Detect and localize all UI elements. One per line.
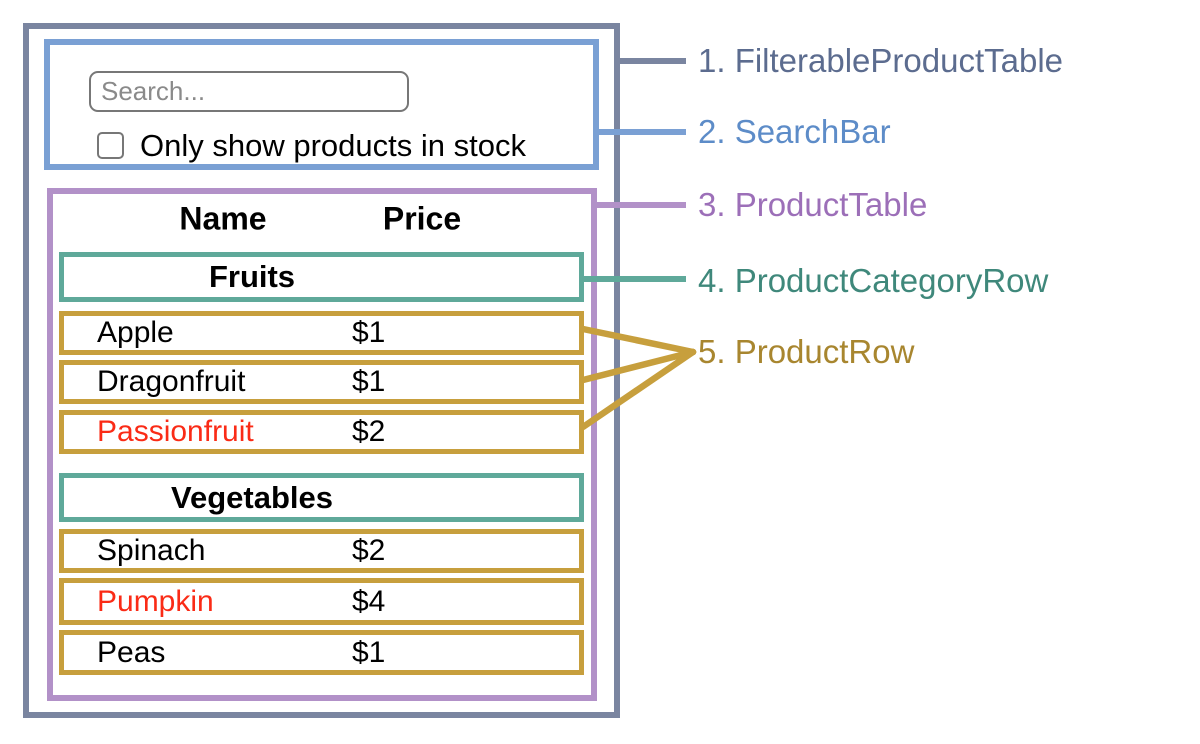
column-header-name: Name xyxy=(179,200,267,237)
product-row-apple: Apple $1 xyxy=(59,311,584,355)
product-name-out-of-stock: Pumpkin xyxy=(97,584,214,618)
product-name: Peas xyxy=(97,635,166,669)
product-row-passionfruit: Passionfruit $2 xyxy=(59,410,584,454)
category-label: Fruits xyxy=(208,259,296,294)
product-price: $2 xyxy=(352,534,386,567)
product-price: $2 xyxy=(352,415,386,448)
connector-product-table xyxy=(594,202,686,208)
category-label: Vegetables xyxy=(171,479,333,515)
legend-search-bar: 2. SearchBar xyxy=(698,113,891,150)
legend-filterable-product-table: 1. FilterableProductTable xyxy=(698,42,1064,79)
connector-product-row-3 xyxy=(579,348,697,431)
legend-product-category-row: 4. ProductCategoryRow xyxy=(698,262,1049,299)
product-name-out-of-stock: Passionfruit xyxy=(97,415,254,448)
connector-search-bar xyxy=(594,129,686,135)
product-row-peas: Peas $1 xyxy=(59,630,584,675)
product-name: Dragonfruit xyxy=(97,365,246,398)
product-name: Spinach xyxy=(97,534,206,567)
connector-filterable-product-table xyxy=(614,58,686,64)
category-row-vegetables: Vegetables xyxy=(59,473,584,522)
category-row-fruits: Fruits xyxy=(59,252,584,302)
product-price: $1 xyxy=(352,365,386,398)
in-stock-checkbox[interactable] xyxy=(97,132,124,159)
product-price: $1 xyxy=(352,316,386,349)
connector-product-category-row xyxy=(580,276,686,282)
product-price: $1 xyxy=(352,635,386,669)
in-stock-checkbox-label: Only show products in stock xyxy=(140,128,526,163)
connector-product-row-1 xyxy=(579,325,697,356)
product-price: $4 xyxy=(352,584,386,618)
search-input[interactable] xyxy=(89,71,409,112)
product-row-spinach: Spinach $2 xyxy=(59,529,584,573)
connector-product-row-2 xyxy=(579,348,697,384)
connector-product-rows-fan xyxy=(579,325,697,431)
column-header-price: Price xyxy=(382,200,462,237)
product-row-pumpkin: Pumpkin $4 xyxy=(59,578,584,625)
legend-product-table: 3. ProductTable xyxy=(698,186,928,223)
product-name: Apple xyxy=(97,316,174,349)
legend-product-row: 5. ProductRow xyxy=(698,333,915,370)
product-row-dragonfruit: Dragonfruit $1 xyxy=(59,360,584,404)
